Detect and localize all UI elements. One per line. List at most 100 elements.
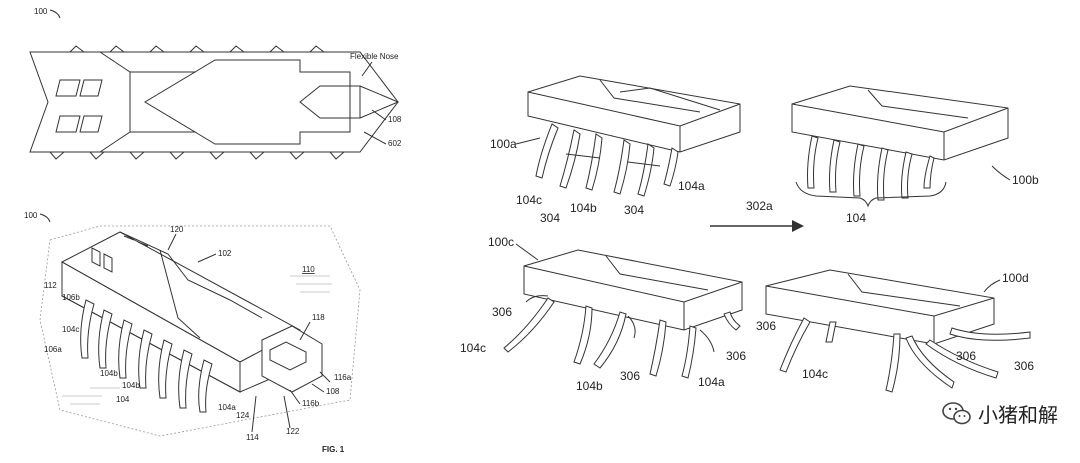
- top-nose-tip: [359, 85, 400, 119]
- bottom-leg-tips: [49, 151, 345, 160]
- top-fig-ref: 100: [34, 7, 48, 16]
- top-view-figure: 100 Flexible Nose 108 602: [29, 7, 402, 160]
- robot-100c-edges: [523, 255, 743, 330]
- robot-100c-leg-1: [503, 297, 555, 353]
- robot-100a: 100a 104c 104b 304 304 104a: [490, 75, 741, 225]
- robot-100b-shell: [791, 85, 1009, 161]
- iso-124: 124: [236, 411, 250, 420]
- r-304-1: 304: [540, 211, 560, 225]
- r-104c-c: 104c: [460, 341, 486, 355]
- iso-108: 108: [326, 387, 340, 396]
- r-100d: 100d: [1002, 271, 1029, 285]
- r-100c: 100c: [488, 235, 514, 249]
- robot-100a-leg-1: [535, 123, 559, 179]
- iso-ridge-line: [159, 249, 201, 339]
- r-302a: 302a: [746, 199, 773, 213]
- iso-104b-2: 104b: [122, 381, 140, 390]
- iso-104a: 104a: [218, 403, 236, 412]
- r-306-5: 306: [956, 349, 976, 363]
- iso-106a: 106a: [44, 345, 62, 354]
- iso-106b: 106b: [62, 293, 80, 302]
- watermark: 小猪和解: [942, 399, 1058, 428]
- robot-100d-leg-2: [825, 321, 837, 343]
- iso-leg-7: [198, 359, 213, 413]
- r-306-4: 306: [756, 319, 776, 333]
- top-602-label: 602: [388, 139, 402, 148]
- robot-100d-leg-4: [905, 335, 955, 389]
- top-segment-1: [99, 51, 131, 153]
- iso-110: 110: [302, 265, 315, 274]
- robot-100a-ridge: [619, 87, 721, 111]
- wechat-icon: [942, 401, 971, 424]
- r-306-3: 306: [726, 349, 746, 363]
- robot-100d-leg-5: [925, 339, 999, 379]
- robot-100d-leg-6: [949, 327, 1031, 341]
- iso-leg-6: [178, 349, 193, 409]
- r-104c-d: 104c: [802, 367, 828, 381]
- top-view-body: [29, 51, 399, 153]
- iso-120: 120: [170, 225, 184, 234]
- transition-arrow: 302a: [710, 199, 804, 232]
- robot-100b: 104 100b: [791, 85, 1039, 225]
- iso-leg-1: [80, 299, 95, 359]
- robot-100b-leg-5: [901, 151, 913, 199]
- iso-102: 102: [218, 249, 232, 258]
- iso-fig-ref: 100: [24, 211, 38, 220]
- robot-100c-shell: [523, 249, 743, 331]
- robot-100c-flex-306: [525, 295, 715, 353]
- robot-100a-leg-6: [663, 147, 679, 187]
- robot-100c-leg-2: [573, 305, 593, 365]
- r-104-brace: [795, 181, 947, 208]
- r-100b-arrow: [991, 165, 1011, 181]
- robot-100c-leg-3: [593, 311, 627, 369]
- iso-122: 122: [286, 427, 300, 436]
- top-fig-ref-arrow: [49, 9, 61, 19]
- iso-fig-ref-arrow: [39, 213, 51, 223]
- iso-slots: [91, 247, 113, 273]
- iso-114: 114: [246, 433, 259, 442]
- r-104c-a: 104c: [516, 193, 542, 207]
- robot-100c-leg-6: [723, 311, 741, 331]
- r-104a-c: 104a: [698, 375, 725, 389]
- r-306-6: 306: [1014, 359, 1034, 373]
- r-100b: 100b: [1012, 173, 1039, 187]
- r-104b-a: 104b: [570, 201, 597, 215]
- robot-100d: 100d 104c 306 306: [765, 269, 1034, 393]
- top-segment-3: [194, 59, 351, 145]
- iso-104c: 104c: [62, 325, 79, 334]
- iso-118: 118: [312, 313, 325, 322]
- robot-100c: 100c 306 104c 104b 306 104a 306 306: [460, 235, 776, 393]
- r-306-2: 306: [620, 369, 640, 383]
- top-nose-plate: [299, 85, 361, 119]
- robot-100b-leg-6: [923, 155, 935, 189]
- iso-116a: 116a: [334, 373, 352, 382]
- robot-100a-leg-4: [613, 139, 631, 195]
- top-108-label: 108: [388, 115, 402, 124]
- r-100a: 100a: [490, 137, 517, 151]
- iso-leg-4: [138, 329, 153, 389]
- surface-hatching: [62, 275, 332, 405]
- iso-104b-1: 104b: [100, 369, 118, 378]
- iso-leaders-right: [251, 321, 331, 433]
- robot-100a-edges: [527, 79, 741, 152]
- robot-100c-leg-4: [649, 319, 667, 377]
- top-slots-upper: [55, 79, 103, 97]
- robot-100c-leg-5: [681, 325, 697, 379]
- robot-100a-shell: [527, 75, 741, 153]
- iso-leg-3: [118, 319, 133, 379]
- r-104b-c: 104b: [576, 379, 603, 393]
- iso-104: 104: [116, 395, 130, 404]
- flexible-nose-label: Flexible Nose: [350, 52, 399, 61]
- robot-100d-shell: [765, 269, 995, 345]
- r-304-2: 304: [624, 203, 644, 217]
- r-306-1: 306: [492, 305, 512, 319]
- iso-top-slots: [123, 235, 149, 247]
- robot-100d-leg-3: [885, 333, 901, 393]
- robot-100b-leg-3: [853, 143, 865, 197]
- r-100a-leader: [515, 137, 541, 145]
- flexible-nose-leader: [361, 61, 373, 77]
- iso-leaders-top: [167, 233, 217, 263]
- robot-100a-leg-5: [637, 143, 655, 197]
- robot-100a-leg-3: [585, 133, 603, 191]
